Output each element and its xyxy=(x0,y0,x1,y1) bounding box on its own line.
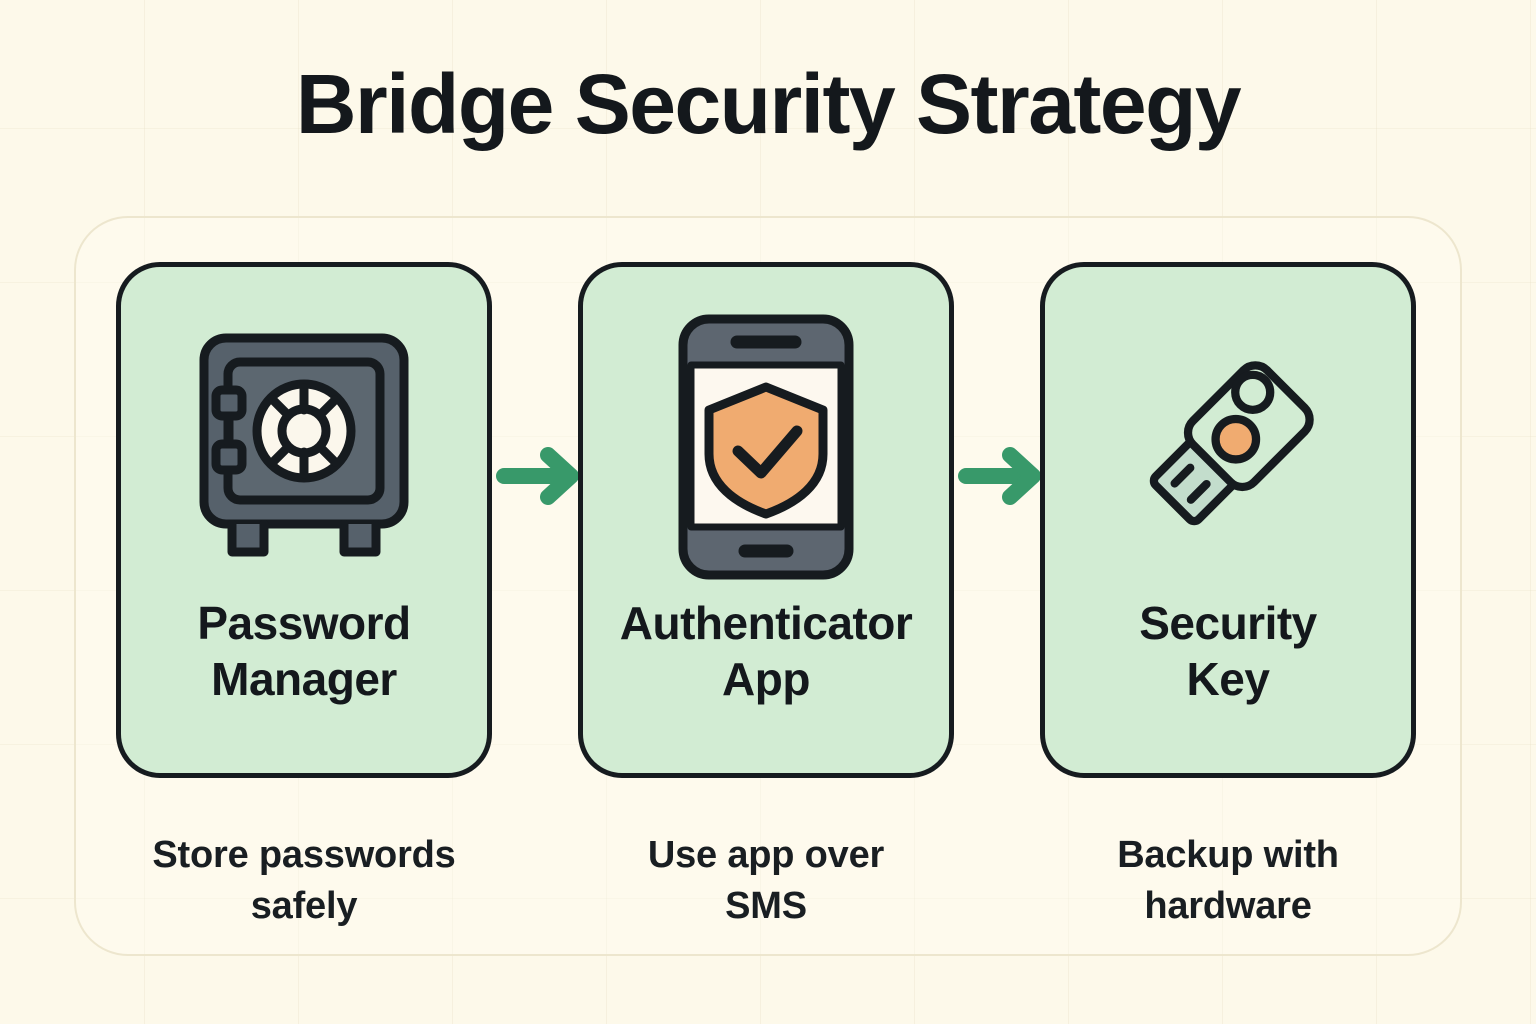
card-title-line-2: Manager xyxy=(211,653,397,706)
card-title-line-1: Security xyxy=(1139,597,1317,649)
arrow-right-icon xyxy=(496,444,588,508)
flow-step-security-key: Security Key Backup with hardware xyxy=(1040,262,1416,931)
safe-icon xyxy=(189,313,419,581)
card-password-manager[interactable]: Password Manager xyxy=(116,262,492,778)
card-title-line-1: Password xyxy=(197,597,411,649)
caption-security-key: Backup with hardware xyxy=(1040,830,1416,931)
caption-line-2: safely xyxy=(250,884,358,927)
caption-line-1: Backup with xyxy=(1117,834,1339,876)
card-title-authenticator-app: Authenticator App xyxy=(606,595,927,707)
caption-line-1: Store passwords xyxy=(152,834,456,876)
caption-line-2: hardware xyxy=(1144,884,1312,927)
caption-line-1: Use app over xyxy=(647,834,885,876)
card-authenticator-app[interactable]: Authenticator App xyxy=(578,262,954,778)
caption-authenticator-app: Use app over SMS xyxy=(578,830,954,931)
phone-shield-check-icon xyxy=(651,313,881,581)
card-title-security-key: Security Key xyxy=(1125,595,1331,707)
flow-diagram: Password Manager Store passwords safely xyxy=(0,262,1536,927)
caption-line-2: SMS xyxy=(725,884,807,927)
flow-step-authenticator-app: Authenticator App Use app over SMS xyxy=(578,262,954,931)
flow-step-password-manager: Password Manager Store passwords safely xyxy=(116,262,492,931)
card-title-line-2: Key xyxy=(1186,653,1270,706)
page-title: Bridge Security Strategy xyxy=(295,57,1242,151)
card-title-line-1: Authenticator xyxy=(619,597,913,649)
arrow-right-icon xyxy=(958,444,1050,508)
card-security-key[interactable]: Security Key xyxy=(1040,262,1416,778)
caption-password-manager: Store passwords safely xyxy=(116,830,492,931)
card-title-password-manager: Password Manager xyxy=(183,595,424,707)
card-title-line-2: App xyxy=(722,653,810,706)
usb-security-key-icon xyxy=(1113,313,1343,581)
